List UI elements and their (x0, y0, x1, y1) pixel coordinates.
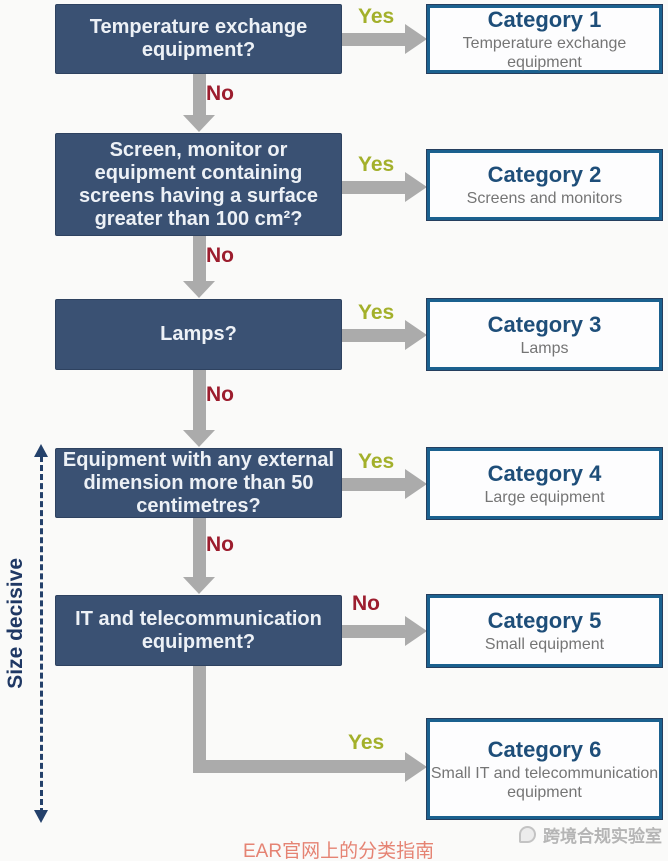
arrow-down-head-2-icon (183, 281, 215, 298)
arrow-right-head-2-icon (405, 172, 427, 202)
question-box-lamps: Lamps? (55, 299, 342, 370)
yes-label-6: Yes (348, 731, 385, 754)
category-4-subtitle: Large equipment (484, 488, 605, 506)
arrow-right-5 (342, 625, 405, 638)
category-box-6: Category 6 Small IT and telecommunicatio… (427, 719, 662, 819)
watermark-logo-icon (519, 826, 536, 843)
axis-arrow-up-icon (34, 444, 48, 457)
size-decisive-axis (40, 456, 43, 814)
arrow-right-4 (342, 478, 405, 491)
no-label-1: No (206, 82, 234, 105)
no-label-4: No (206, 533, 234, 556)
axis-arrow-down-icon (34, 810, 48, 823)
no-label-5: No (352, 592, 380, 615)
no-label-3: No (206, 383, 234, 406)
elbow-arrow-vertical (193, 666, 206, 773)
arrow-right-2 (342, 181, 405, 194)
arrow-right-3 (342, 329, 405, 342)
question-box-it-telecom: IT and telecommunication equipment? (55, 595, 342, 666)
question-box-screens: Screen, monitor or equipment containing … (55, 133, 342, 236)
category-6-title: Category 6 (487, 736, 602, 762)
arrow-down-1 (193, 74, 206, 115)
category-2-subtitle: Screens and monitors (466, 190, 623, 207)
watermark: 跨境合规实验室 (519, 822, 662, 847)
arrow-right-head-1-icon (405, 24, 427, 54)
arrow-right-1 (342, 33, 405, 46)
arrow-right-head-3-icon (405, 320, 427, 350)
category-1-title: Category 1 (487, 6, 602, 32)
arrow-down-2 (193, 236, 206, 281)
arrow-right-head-5-icon (405, 616, 427, 646)
question-box-large-dimension: Equipment with any external dimension mo… (55, 448, 342, 518)
yes-label-3: Yes (358, 301, 395, 324)
category-box-3: Category 3 Lamps (427, 299, 662, 370)
category-box-5: Category 5 Small equipment (427, 595, 662, 667)
no-label-2: No (206, 244, 234, 267)
arrow-down-4 (193, 518, 206, 577)
category-box-2: Category 2 Screens and monitors (427, 150, 662, 220)
elbow-arrow-head-icon (405, 752, 427, 782)
category-box-1: Category 1 Temperature exchange equipmen… (427, 5, 662, 73)
category-6-subtitle: Small IT and telecommunication equipment (430, 764, 659, 801)
yes-label-2: Yes (358, 153, 395, 176)
arrow-down-head-1-icon (183, 115, 215, 132)
caption-text: EAR官网上的分类指南 (243, 841, 435, 861)
arrow-down-head-3-icon (183, 430, 215, 447)
yes-label-4: Yes (358, 450, 395, 473)
category-4-title: Category 4 (487, 460, 602, 486)
arrow-down-3 (193, 370, 206, 430)
category-2-title: Category 2 (487, 162, 602, 187)
question-box-temperature-exchange: Temperature exchange equipment? (55, 4, 342, 74)
size-decisive-label: Size decisive (4, 558, 27, 689)
category-3-subtitle: Lamps (520, 339, 569, 357)
category-box-4: Category 4 Large equipment (427, 448, 662, 519)
category-3-title: Category 3 (487, 311, 602, 337)
yes-label-1: Yes (358, 5, 395, 28)
arrow-down-head-4-icon (183, 577, 215, 594)
category-5-subtitle: Small equipment (484, 636, 605, 653)
watermark-text: 跨境合规实验室 (543, 827, 662, 846)
category-5-title: Category 5 (487, 608, 602, 633)
category-1-subtitle: Temperature exchange equipment (462, 34, 627, 71)
elbow-arrow-horizontal (193, 760, 405, 773)
arrow-right-head-4-icon (405, 469, 427, 499)
